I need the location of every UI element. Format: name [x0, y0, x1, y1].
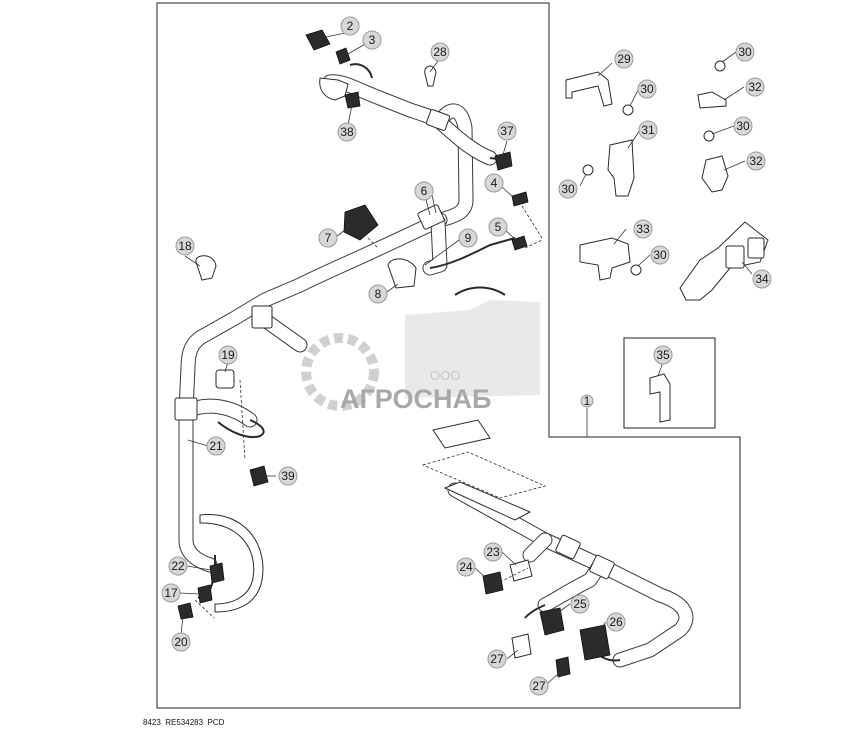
- svg-text:8: 8: [375, 287, 382, 301]
- callout-1[interactable]: 1: [580, 394, 594, 408]
- callout-21[interactable]: 21: [206, 436, 226, 456]
- callout-37[interactable]: 37: [497, 121, 517, 141]
- svg-text:30: 30: [561, 182, 575, 196]
- watermark-prefix: ООО: [430, 368, 460, 383]
- svg-text:9: 9: [465, 231, 472, 245]
- svg-text:3: 3: [369, 33, 376, 47]
- sleeve-strips: [421, 419, 547, 521]
- watermark-company: АГРОСНАБ: [340, 384, 491, 414]
- svg-text:24: 24: [459, 560, 473, 574]
- svg-text:7: 7: [325, 231, 332, 245]
- svg-text:21: 21: [209, 439, 223, 453]
- dashed-leaders: [194, 205, 543, 619]
- callout-30a[interactable]: 30: [735, 42, 755, 62]
- callout-20[interactable]: 20: [171, 632, 191, 652]
- svg-text:22: 22: [171, 559, 185, 573]
- svg-text:25: 25: [573, 597, 587, 611]
- callout-27a[interactable]: 27: [487, 649, 507, 669]
- svg-text:6: 6: [421, 184, 428, 198]
- callout-30e[interactable]: 30: [650, 245, 670, 265]
- svg-text:26: 26: [609, 615, 623, 629]
- solid-leaders: [179, 31, 753, 684]
- parts: [177, 29, 769, 678]
- callout-30d[interactable]: 30: [558, 179, 578, 199]
- svg-text:30: 30: [640, 82, 654, 96]
- callout-29[interactable]: 29: [614, 49, 634, 69]
- callout-4[interactable]: 4: [484, 173, 504, 193]
- callout-25[interactable]: 25: [570, 594, 590, 614]
- callout-38[interactable]: 38: [337, 122, 357, 142]
- footer-code: 8423 RE534283 PCD: [143, 718, 225, 727]
- callout-26[interactable]: 26: [606, 612, 626, 632]
- svg-text:29: 29: [617, 52, 631, 66]
- svg-text:38: 38: [340, 125, 354, 139]
- svg-text:27: 27: [490, 652, 504, 666]
- svg-text:32: 32: [748, 80, 762, 94]
- watermark-tractor-icon: [405, 300, 540, 398]
- callout-22[interactable]: 22: [168, 556, 188, 576]
- main-frame: [156, 2, 741, 709]
- callout-8[interactable]: 8: [368, 284, 388, 304]
- callout-33[interactable]: 33: [633, 219, 653, 239]
- callout-7[interactable]: 7: [318, 228, 338, 248]
- svg-text:20: 20: [174, 635, 188, 649]
- callout-30b[interactable]: 30: [637, 79, 657, 99]
- callout-32b[interactable]: 32: [746, 151, 766, 171]
- svg-text:39: 39: [281, 469, 295, 483]
- callout-6[interactable]: 6: [414, 181, 434, 201]
- callout-35[interactable]: 35: [653, 345, 673, 365]
- svg-text:31: 31: [641, 123, 655, 137]
- watermark: ООО АГРОСНАБ: [301, 300, 540, 414]
- svg-text:27: 27: [532, 679, 546, 693]
- svg-text:35: 35: [656, 348, 670, 362]
- hose-loop: [199, 514, 264, 613]
- junction-sleeves: [174, 109, 615, 580]
- callout-3[interactable]: 3: [362, 30, 382, 50]
- svg-text:34: 34: [755, 272, 769, 286]
- callout-27b[interactable]: 27: [529, 676, 549, 696]
- svg-text:33: 33: [636, 222, 650, 236]
- svg-text:30: 30: [738, 45, 752, 59]
- svg-text:1: 1: [584, 394, 591, 408]
- callout-19[interactable]: 19: [218, 345, 238, 365]
- callout-9[interactable]: 9: [458, 228, 478, 248]
- callout-24[interactable]: 24: [456, 557, 476, 577]
- svg-text:30: 30: [736, 119, 750, 133]
- svg-text:28: 28: [433, 45, 447, 59]
- svg-text:18: 18: [178, 239, 192, 253]
- svg-text:30: 30: [653, 248, 667, 262]
- callout-5[interactable]: 5: [488, 217, 508, 237]
- svg-text:5: 5: [495, 220, 502, 234]
- callout-31[interactable]: 31: [638, 120, 658, 140]
- svg-text:17: 17: [164, 586, 178, 600]
- callout-39[interactable]: 39: [278, 466, 298, 486]
- callout-32a[interactable]: 32: [745, 77, 765, 97]
- svg-text:23: 23: [486, 545, 500, 559]
- callout-18[interactable]: 18: [175, 236, 195, 256]
- svg-text:2: 2: [347, 19, 354, 33]
- svg-text:19: 19: [221, 348, 235, 362]
- callout-23[interactable]: 23: [483, 542, 503, 562]
- svg-text:4: 4: [491, 176, 498, 190]
- callout-34[interactable]: 34: [752, 269, 772, 289]
- callout-30c[interactable]: 30: [733, 116, 753, 136]
- callout-2[interactable]: 2: [340, 16, 360, 36]
- watermark-gear-icon: [301, 333, 379, 411]
- callout-17[interactable]: 17: [161, 583, 181, 603]
- svg-text:32: 32: [749, 154, 763, 168]
- callout-28[interactable]: 28: [430, 42, 450, 62]
- svg-text:37: 37: [500, 124, 514, 138]
- detail-frame-35: [623, 337, 716, 429]
